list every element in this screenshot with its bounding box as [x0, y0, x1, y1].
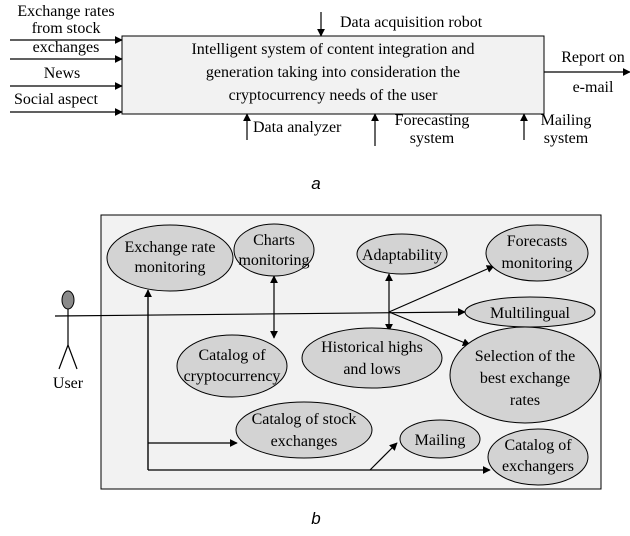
label-selection-1: Selection of the	[475, 348, 575, 365]
usecase-catalog-crypto: Catalog of cryptocurrency	[176, 334, 288, 398]
input-exchange-rates-line3: exchanges	[33, 39, 100, 56]
label-forecasts-monitoring-1: Forecasts	[507, 233, 567, 250]
control-label: Data acquisition robot	[340, 14, 483, 31]
label-exchange-rate-monitoring-2: monitoring	[134, 259, 205, 276]
mechanism-mailing-line2: system	[544, 130, 589, 147]
to-forecasts-arrow	[388, 265, 495, 313]
label-selection-2: best exchange	[480, 370, 570, 387]
oval-catalog-stock	[235, 401, 373, 459]
caption-b: b	[311, 509, 320, 528]
usecase-catalog-stock: Catalog of stock exchanges	[235, 401, 373, 459]
oval-catalog-crypto	[176, 334, 288, 398]
input-social: Social aspect	[14, 91, 99, 108]
mechanism-forecasting-line1: Forecasting	[395, 112, 470, 129]
user-multilingual-arrow	[54, 308, 466, 317]
output-line2: e-mail	[573, 79, 614, 96]
usecase-charts-monitoring: Charts monitoring	[233, 223, 315, 277]
actor-label: User	[53, 375, 84, 392]
output-line1: Report on	[561, 49, 625, 66]
oval-adaptability	[356, 233, 448, 275]
label-multilingual: Multilingual	[490, 305, 571, 322]
usecase-selection: Selection of the best exchange rates	[449, 326, 601, 424]
label-catalog-exchangers-2: exchangers	[502, 458, 574, 475]
oval-charts-monitoring	[233, 223, 315, 277]
main-box-line2: generation taking into consideration the	[206, 64, 460, 81]
mechanism-data-analyzer: Data analyzer	[253, 119, 342, 136]
oval-historical	[301, 327, 443, 389]
label-catalog-crypto-1: Catalog of	[198, 347, 266, 364]
label-charts-monitoring-1: Charts	[253, 232, 295, 249]
label-exchange-rate-monitoring-1: Exchange rate	[124, 239, 215, 256]
mechanism-forecasting-line2: system	[410, 130, 455, 147]
oval-selection	[449, 326, 601, 424]
main-system-box	[121, 35, 545, 115]
usecase-historical: Historical highs and lows	[301, 327, 443, 389]
usecase-adaptability: Adaptability	[356, 233, 448, 275]
label-historical-1: Historical highs	[321, 339, 423, 356]
oval-mailing	[399, 419, 481, 459]
label-adaptability: Adaptability	[362, 247, 442, 264]
label-forecasts-monitoring-2: monitoring	[501, 255, 572, 272]
to-selection-arrow	[388, 311, 471, 346]
input-news: News	[44, 65, 80, 82]
label-catalog-exchangers-1: Catalog of	[504, 437, 572, 454]
label-mailing: Mailing	[415, 432, 466, 449]
oval-catalog-exchangers	[487, 428, 589, 486]
label-catalog-crypto-2: cryptocurrency	[184, 368, 281, 385]
main-box-line1: Intelligent system of content integratio…	[191, 41, 474, 58]
label-catalog-stock-2: exchanges	[271, 433, 338, 450]
caption-a: a	[311, 174, 320, 193]
diagram-a: Intelligent system of content integratio…	[10, 3, 630, 193]
oval-exchange-rate-monitoring	[106, 224, 234, 292]
actor-right-leg	[67, 344, 78, 370]
input-exchange-rates-line1: Exchange rates	[17, 3, 114, 20]
user-actor	[58, 290, 78, 370]
usecase-multilingual: Multilingual	[464, 296, 596, 328]
oval-forecasts-monitoring	[485, 224, 589, 282]
label-catalog-stock-1: Catalog of stock	[252, 411, 357, 428]
main-box-line3: cryptocurrency needs of the user	[229, 87, 438, 104]
usecase-exchange-rate-monitoring: Exchange rate monitoring	[106, 224, 234, 292]
input-exchange-rates-line2: from stock	[32, 20, 101, 37]
diagram-b: User Exchange rate monitoring Charts mon…	[53, 214, 602, 528]
to-mailing-arrow	[369, 442, 398, 471]
label-charts-monitoring-2: monitoring	[238, 252, 309, 269]
mechanism-mailing-line1: Mailing	[541, 112, 592, 129]
usecase-mailing: Mailing	[399, 419, 481, 459]
label-selection-3: rates	[510, 392, 540, 409]
actor-head	[61, 290, 75, 310]
label-historical-2: and lows	[343, 361, 400, 378]
actor-left-leg	[58, 344, 69, 370]
usecase-catalog-exchangers: Catalog of exchangers	[487, 428, 589, 486]
usecase-forecasts-monitoring: Forecasts monitoring	[485, 224, 589, 282]
